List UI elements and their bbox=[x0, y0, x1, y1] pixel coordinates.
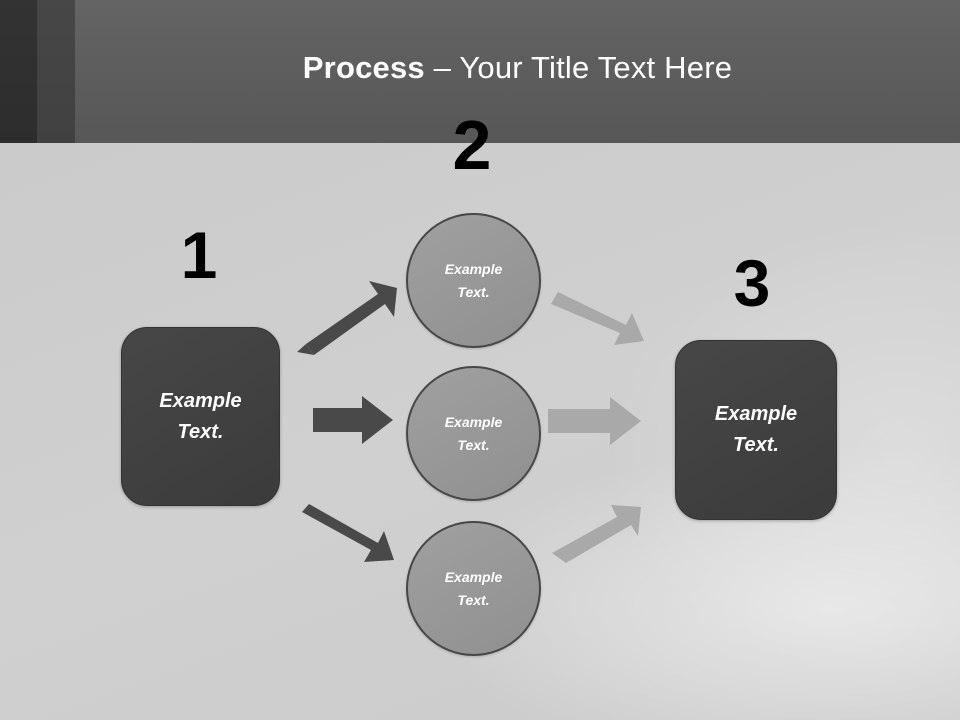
process-node-circle-2-line2: Text. bbox=[457, 436, 490, 453]
header-accent-band-mid bbox=[37, 0, 75, 143]
process-node-circle-2[interactable]: Example Text. bbox=[406, 366, 541, 501]
process-node-start-line1: Example bbox=[159, 389, 242, 412]
process-node-circle-1-line2: Text. bbox=[457, 283, 490, 300]
step-number-2: 2 bbox=[452, 106, 492, 184]
process-node-circle-3[interactable]: Example Text. bbox=[406, 521, 541, 656]
process-node-circle-3-line2: Text. bbox=[457, 591, 490, 608]
page-title-separator: – bbox=[424, 50, 460, 85]
process-node-end-line1: Example bbox=[714, 403, 798, 425]
process-node-start[interactable]: Example Text. bbox=[121, 327, 280, 506]
process-node-circle-2-line1: Example bbox=[444, 413, 503, 430]
page-title: Process – Your Title Text Here bbox=[75, 48, 960, 88]
process-node-start-line2: Text. bbox=[177, 420, 224, 443]
process-node-end-line2: Text. bbox=[733, 434, 779, 456]
page-title-rest: Your Title Text Here bbox=[459, 50, 733, 85]
step-number-3: 3 bbox=[733, 246, 771, 320]
header-accent-band-dark bbox=[0, 0, 37, 143]
process-node-circle-3-line1: Example bbox=[444, 568, 503, 585]
step-number-1: 1 bbox=[180, 218, 218, 292]
page-title-bold: Process bbox=[302, 50, 425, 85]
process-node-end[interactable]: Example Text. bbox=[675, 340, 837, 520]
process-node-circle-1[interactable]: Example Text. bbox=[406, 213, 541, 348]
slide-header: Process – Your Title Text Here bbox=[0, 0, 960, 143]
process-node-circle-1-line1: Example bbox=[444, 260, 503, 277]
